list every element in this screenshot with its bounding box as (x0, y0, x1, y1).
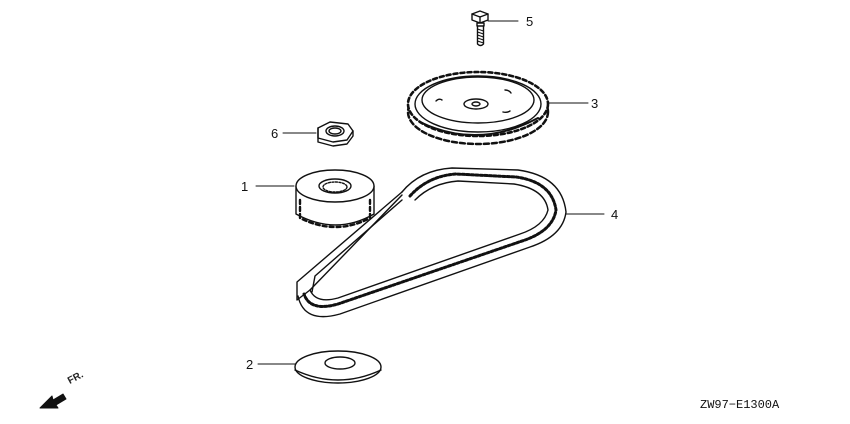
driven-pulley-part (406, 70, 589, 146)
callout-2: 2 (246, 357, 254, 372)
callout-5: 5 (526, 14, 534, 29)
callout-1: 1 (241, 179, 249, 194)
bolt-part (471, 10, 519, 47)
nut-part (282, 121, 354, 147)
callout-4: 4 (611, 207, 619, 222)
callout-3: 3 (591, 96, 599, 111)
diagram-code: ZW97−E1300A (700, 398, 780, 412)
callout-6: 6 (271, 126, 279, 141)
washer-part (257, 350, 382, 384)
front-arrow-icon (39, 393, 67, 409)
timing-belt-part (296, 167, 605, 318)
drive-pulley-part (255, 169, 375, 229)
